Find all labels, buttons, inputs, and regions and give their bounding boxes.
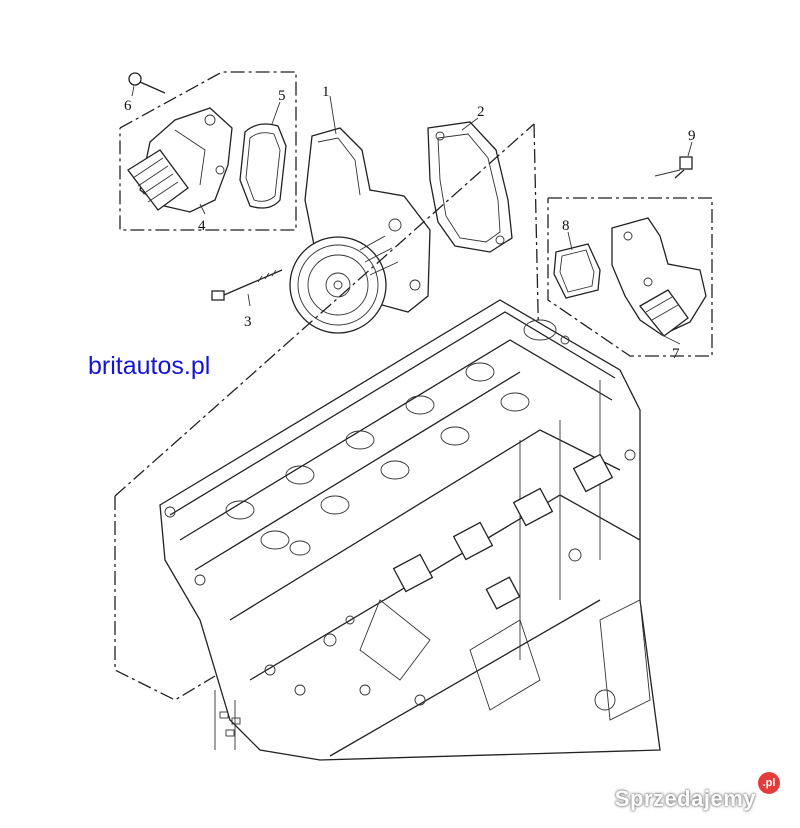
cylinder-head-block [159,299,661,761]
lower-block-details [214,599,651,750]
gasket-8-part [553,243,601,299]
callout-2: 2 [477,104,485,120]
watermark-text: Sprzedajemy [614,786,756,811]
callout-3: 3 [244,314,252,330]
callout-leaders [131,85,693,345]
callout-9: 9 [688,128,696,144]
callout-numbers: 1 2 3 4 5 6 7 8 9 [124,84,696,362]
bolt-3-part [211,269,283,301]
outlet-housing-part [611,217,707,337]
pump-gasket-part [427,121,513,253]
callout-5: 5 [278,88,286,104]
valve-bores [225,319,557,556]
callout-6: 6 [124,98,132,114]
gasket-5-part [239,123,287,209]
group-4-dashed-outline [119,71,297,231]
brand-text: britautos.pl [88,352,211,380]
bolt-9-part [654,156,693,179]
group-7-dashed-outline [547,197,713,357]
callout-4: 4 [198,218,206,234]
thermostat-housing-part [127,107,233,213]
callout-7: 7 [672,346,680,362]
block-bolt-holes [164,335,636,711]
callout-8: 8 [562,218,570,234]
watermark-badge: .pl [758,772,780,794]
exhaust-ports [392,453,614,610]
callout-1: 1 [322,84,330,100]
water-pump-part [289,127,431,334]
bolt-6-part [128,72,166,94]
